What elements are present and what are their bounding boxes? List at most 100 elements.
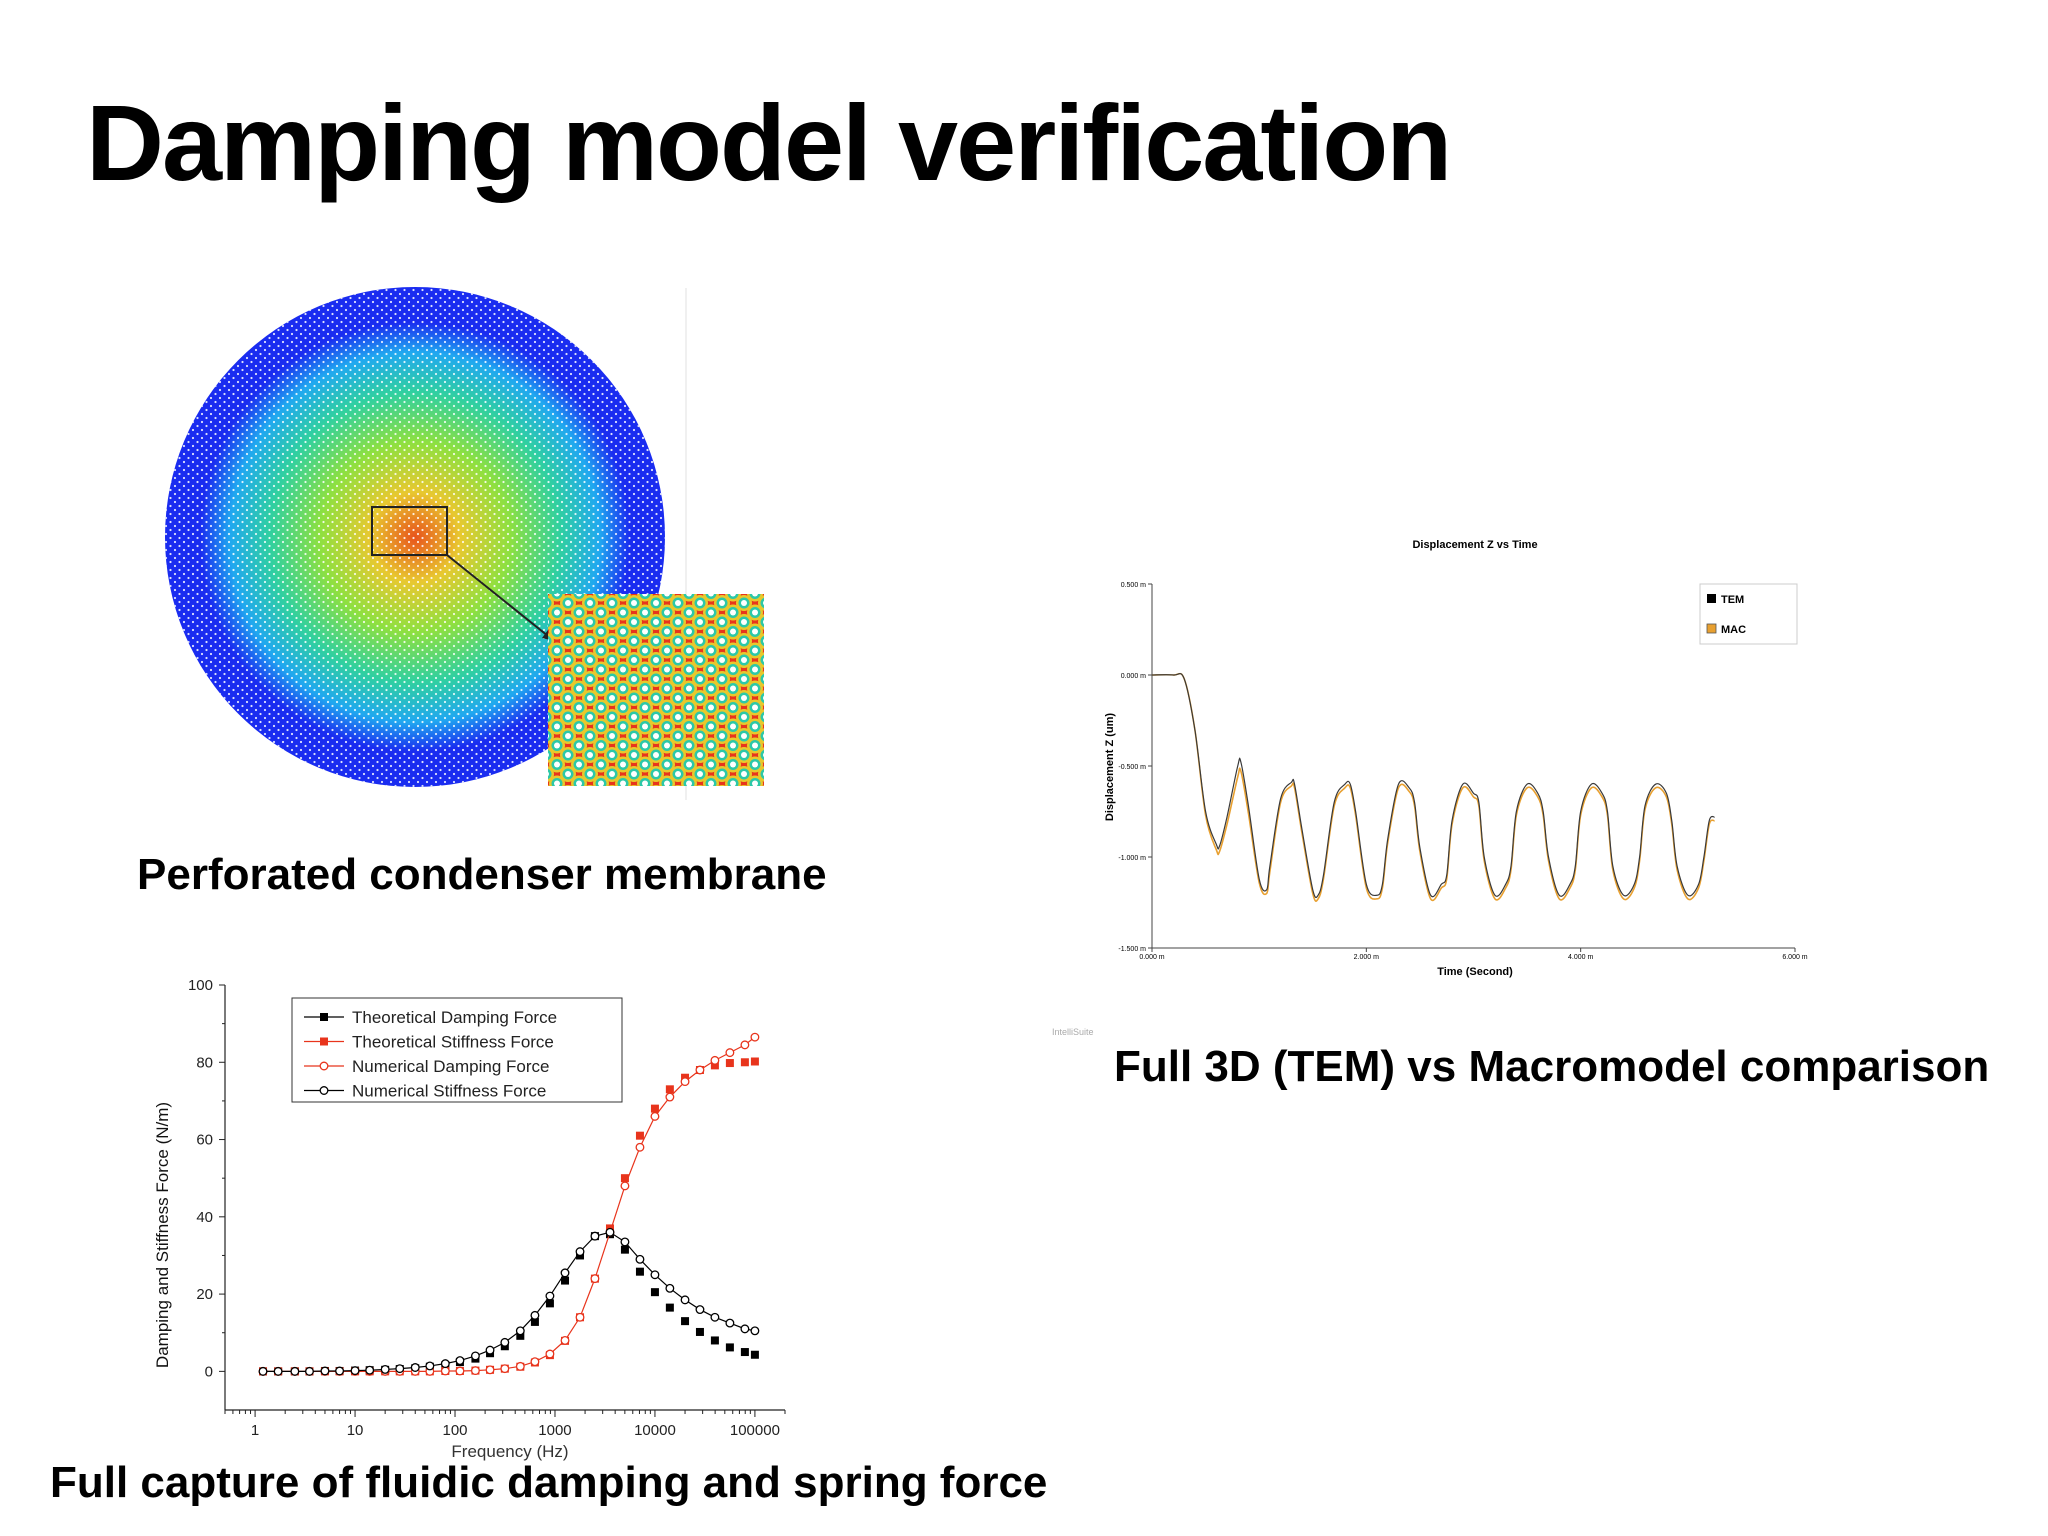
data-point (710, 1055, 720, 1065)
data-point (620, 1245, 629, 1254)
legend: TEM MAC (1699, 583, 1798, 645)
watermark: IntelliSuite (1052, 1027, 1094, 1037)
legend-label: Numerical Stiffness Force (352, 1082, 546, 1101)
data-point (750, 1057, 759, 1066)
data-point (440, 1359, 450, 1369)
data-point (455, 1356, 465, 1365)
data-point (455, 1366, 465, 1376)
data-point (305, 1366, 314, 1376)
data-point (725, 1318, 735, 1328)
data-point (380, 1364, 390, 1374)
data-point (290, 1366, 300, 1376)
data-point (740, 1324, 750, 1334)
data-point (710, 1061, 719, 1070)
data-point (695, 1305, 705, 1314)
data-point (650, 1104, 659, 1113)
data-point (530, 1310, 540, 1320)
data-point (750, 1350, 759, 1359)
caption-comparison: Full 3D (TEM) vs Macromodel comparison (1114, 1042, 1990, 1091)
x-tick-label: 1000 (538, 1422, 571, 1439)
y-tick-label: 60 (196, 1132, 213, 1149)
legend-label: Numerical Damping Force (352, 1057, 549, 1076)
y-axis-label: Displacement Z (um) (1104, 713, 1116, 822)
data-point (485, 1345, 495, 1355)
data-point (545, 1299, 554, 1308)
data-point (365, 1365, 375, 1375)
data-point (650, 1270, 660, 1280)
legend-marker (319, 1061, 329, 1071)
data-point (710, 1312, 720, 1322)
data-point (440, 1366, 450, 1376)
data-point (500, 1337, 510, 1347)
data-point (350, 1366, 360, 1376)
data-point (750, 1326, 760, 1336)
data-point (635, 1254, 645, 1264)
data-point (515, 1361, 525, 1371)
chart-title: Displacement Z vs Time (1412, 539, 1537, 551)
data-point (695, 1327, 704, 1336)
x-tick-label: 10000 (634, 1422, 676, 1439)
data-point (530, 1317, 539, 1326)
data-point (725, 1343, 734, 1352)
legend-label-tem: TEM (1721, 594, 1744, 606)
y-tick-label: -1.000 m (1118, 855, 1146, 862)
data-point (740, 1348, 749, 1357)
series-theoretical-stiffness-force (259, 1057, 759, 1376)
data-point (410, 1363, 420, 1372)
y-tick-label: 40 (196, 1209, 213, 1226)
data-point (485, 1365, 495, 1375)
data-point (650, 1288, 659, 1297)
data-point (590, 1274, 600, 1284)
data-point (635, 1131, 644, 1140)
data-point (575, 1312, 585, 1322)
x-tick-label: 2.000 m (1354, 954, 1379, 961)
data-point (681, 1317, 690, 1326)
x-tick-label: 100 (443, 1422, 468, 1439)
data-point (740, 1040, 750, 1050)
data-point (710, 1336, 719, 1345)
zoom-region-box (371, 506, 448, 556)
x-tick-label: 0.000 m (1139, 954, 1164, 961)
x-axis-label: Time (Second) (1437, 966, 1513, 978)
legend-marker (319, 1086, 329, 1095)
data-point (665, 1092, 675, 1102)
x-tick-label: 10 (347, 1422, 364, 1439)
series-line-mac (1151, 672, 1716, 902)
data-point (725, 1048, 735, 1058)
page-title: Damping model verification (86, 82, 1452, 203)
data-point (680, 1295, 690, 1305)
x-tick-label: 6.000 m (1782, 954, 1807, 961)
data-point (320, 1366, 330, 1376)
data-point (740, 1058, 749, 1067)
legend-label: Theoretical Damping Force (352, 1008, 557, 1027)
data-point (530, 1357, 540, 1367)
data-point (620, 1181, 630, 1191)
series-numerical-stiffness-force (258, 1227, 760, 1376)
data-point (545, 1349, 555, 1359)
y-tick-label: -0.500 m (1118, 764, 1146, 771)
series-line-tem (1151, 673, 1715, 899)
y-axis-label: Damping and Stiffness Force (N/m) (153, 1102, 172, 1368)
y-tick-label: 0.500 m (1121, 582, 1146, 589)
caption-membrane: Perforated condenser membrane (137, 850, 827, 899)
y-tick-label: 20 (196, 1286, 213, 1303)
data-point (545, 1291, 555, 1301)
y-tick-label: 0.000 m (1121, 673, 1146, 680)
data-point (620, 1237, 630, 1247)
legend-swatch-tem (1707, 594, 1716, 603)
legend-marker (320, 1037, 328, 1046)
data-point (575, 1247, 585, 1257)
x-tick-label: 1 (251, 1422, 259, 1439)
membrane-image (165, 287, 764, 800)
legend-swatch-mac (1706, 623, 1717, 634)
data-point (395, 1364, 405, 1374)
data-point (516, 1331, 525, 1340)
data-point (561, 1276, 570, 1285)
data-point (273, 1366, 283, 1376)
x-axis-label: Frequency (Hz) (451, 1442, 568, 1461)
transient-chart: Displacement Z vs Time 0.500 m 0.000 m -0.… (1104, 539, 1808, 978)
data-point (335, 1366, 345, 1376)
y-tick-label: 0 (205, 1363, 213, 1380)
